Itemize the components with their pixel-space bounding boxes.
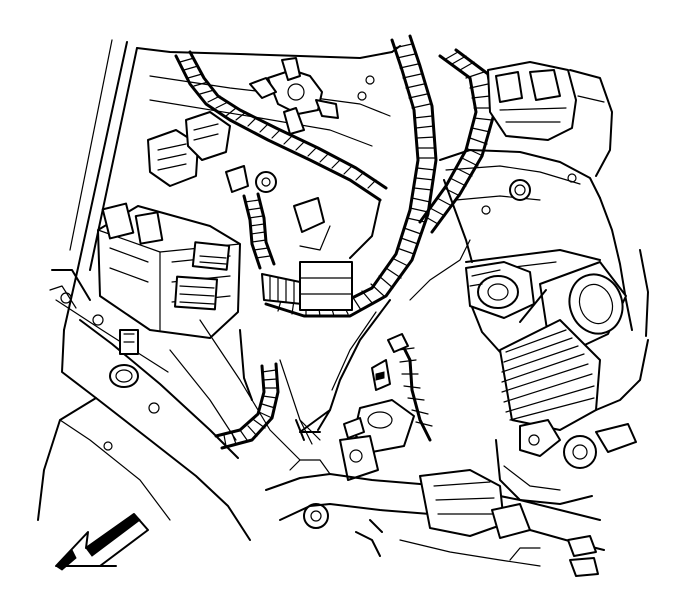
front-frame-rail [37,39,251,541]
crossmember-tube [265,459,605,577]
mounting-bracket [487,61,649,337]
idler-pulley [465,261,535,319]
timing-cover [439,149,601,263]
drive-belt-pulley [495,419,637,505]
fuse-relay-block [97,202,241,355]
engine-cover-bolt-boss [249,57,375,135]
body-grommet [109,364,139,388]
engine-block-outline [169,45,471,461]
wiring-harness-conduit [174,34,496,450]
front-direction-arrow-icon [55,513,149,571]
harness-boot [261,261,353,311]
sensor-connector [299,333,433,481]
harness-clip [303,417,365,529]
air-intake-duct [499,261,649,431]
electrical-connector [147,111,325,233]
